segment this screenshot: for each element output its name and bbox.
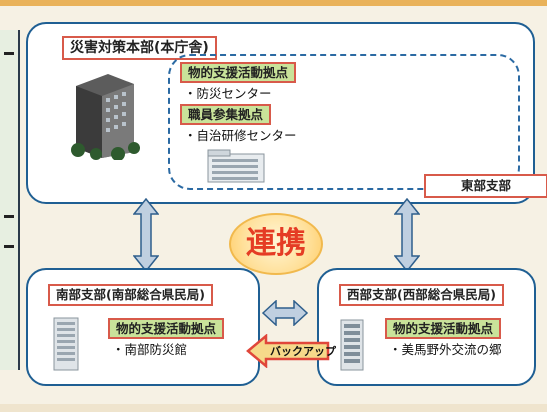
hq-building-icon [71,74,140,160]
edge-mark [4,215,14,218]
adjacent-page-edge [0,30,20,370]
hq-box: 災害対策本部(本庁舎) 物的支援活動拠点 ・防災センター 職員参集拠点 ・自治研… [26,22,547,204]
south-facility: ・南部防災館 [112,342,188,357]
south-branch-box: 南部支部(南部総合県民局) 物的支援活動拠点 ・南部防災館 [26,268,260,386]
hq-dashed-group: 物的支援活動拠点 ・防災センター 職員参集拠点 ・自治研修センター 東部支部 [168,54,547,198]
hq-west-link-arrow [394,198,420,272]
south-building-icon [53,317,79,371]
hq-hub1-label: 物的支援活動拠点 [180,62,297,83]
hq-south-link-arrow [133,198,159,272]
hq-hub1-facility: ・防災センター [184,86,272,101]
edge-mark [4,245,14,248]
hq-title: 災害対策本部(本庁舎) [62,36,217,60]
renkei-label: 連携 [229,213,323,275]
west-title: 西部支部(西部総合県民局) [339,284,504,306]
backup-arrow [246,334,330,368]
backup-label: バックアップ [270,345,336,358]
south-hub-label: 物的支援活動拠点 [108,318,225,339]
west-building-icon [340,319,364,371]
east-building-icon [207,149,265,183]
west-hub-label: 物的支援活動拠点 [385,318,502,339]
hq-hub2-facility: ・自治研修センター [184,128,297,143]
west-facility: ・美馬野外交流の郷 [389,342,502,357]
edge-mark [4,52,14,55]
east-branch-label: 東部支部 [424,174,547,198]
west-branch-box: 西部支部(西部総合県民局) 物的支援活動拠点 ・美馬野外交流の郷 [317,268,536,386]
bottom-band [0,404,547,412]
south-title: 南部支部(南部総合県民局) [48,284,213,306]
frame-top-band [0,0,547,6]
hq-hub2-label: 職員参集拠点 [180,104,272,125]
south-west-link-arrow [262,300,308,326]
